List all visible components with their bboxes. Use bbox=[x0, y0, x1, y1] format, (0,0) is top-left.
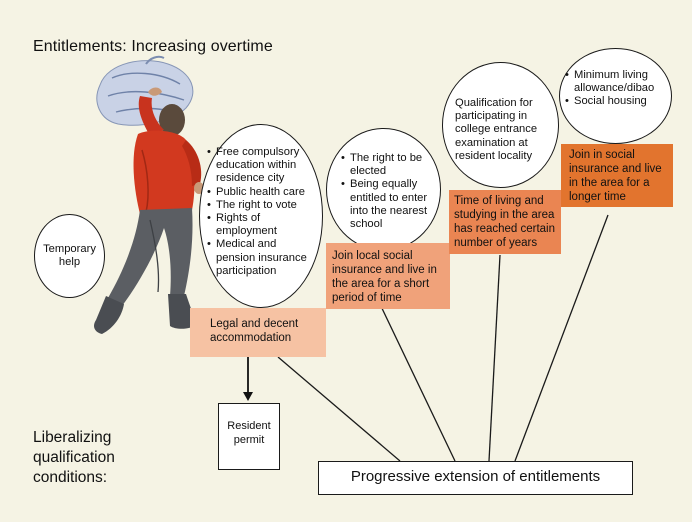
college-qualification-ellipse bbox=[442, 62, 559, 188]
accommodation-box: Legal and decent accommodation bbox=[190, 308, 326, 357]
dibao-list: Minimum living allowance/dibao Social ho… bbox=[565, 69, 665, 109]
basic-entitlements-list: Free compulsory education within residen… bbox=[207, 146, 317, 278]
list-item: The right to be elected bbox=[341, 152, 437, 178]
page-title: Entitlements: Increasing overtime bbox=[33, 38, 273, 55]
time-living-box: Time of living and studying in the area … bbox=[449, 190, 561, 254]
liberalizing-label: Liberalizing qualification conditions: bbox=[33, 429, 115, 486]
list-item: Being equally entitled to enter into the… bbox=[341, 178, 437, 231]
list-item: Social housing bbox=[565, 95, 665, 108]
resident-permit-box: Resident permit bbox=[218, 403, 280, 470]
join-short-box: Join local social insurance and live in … bbox=[326, 243, 450, 309]
progressive-extension-box: Progressive extension of entitlements bbox=[318, 461, 633, 495]
connector-line-accommodation bbox=[277, 356, 401, 462]
temporary-help-ellipse bbox=[34, 214, 105, 298]
list-item: Medical and pension insurance participat… bbox=[207, 238, 317, 278]
right-to-be-elected-list: The right to be elected Being equally en… bbox=[341, 152, 437, 231]
connector-line-time-living bbox=[488, 254, 501, 462]
list-item: The right to vote bbox=[207, 199, 317, 212]
list-item: Public health care bbox=[207, 186, 317, 199]
list-item: Free compulsory education within residen… bbox=[207, 146, 317, 186]
arrow-head bbox=[243, 392, 253, 401]
temporary-help-text: Temporary help bbox=[43, 243, 96, 269]
connector-line-join-short bbox=[377, 299, 456, 462]
list-item: Minimum living allowance/dibao bbox=[565, 69, 665, 95]
list-item: Rights of employment bbox=[207, 212, 317, 238]
join-longer-box: Join in social insurance and live in the… bbox=[561, 144, 673, 207]
college-qualification-text: Qualification for participating in colle… bbox=[455, 97, 538, 162]
connector-line-join-longer bbox=[514, 214, 609, 462]
